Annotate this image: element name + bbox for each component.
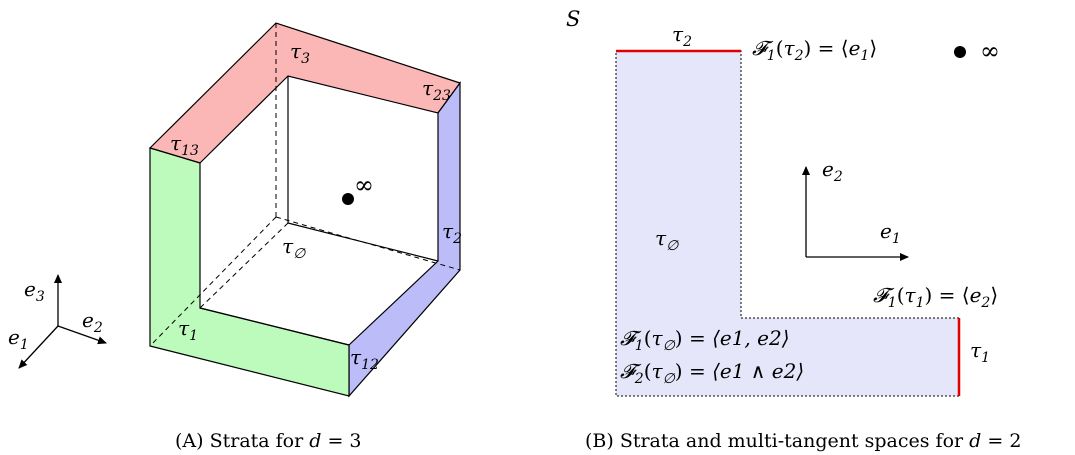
panel-b-title: S [566, 7, 580, 31]
tau2-label-b: τ2 [672, 22, 692, 50]
infinity-label: ∞ [354, 171, 374, 199]
axes-a: e3 e2 e1 [8, 274, 107, 369]
eq-f2-tau-empty: 𝓕2(τ∅) = ⟨e1 ∧ e2⟩ [620, 359, 804, 387]
axes-b: e2 e1 [802, 157, 909, 261]
infinity-point [342, 193, 354, 205]
infinity-point-b [954, 46, 966, 58]
eq-f1-tau1: 𝓕1(τ1) = ⟨e2⟩ [873, 283, 998, 311]
face-red-top [148, 22, 461, 164]
axis-e1-label: e1 [8, 325, 29, 353]
tau1-label-b: τ1 [970, 338, 990, 366]
axis-e2-label-b: e2 [822, 157, 843, 185]
eq-f1-tau2: 𝓕1(τ2) = ⟨e1⟩ [752, 36, 877, 64]
eq-f1-tau-empty: 𝓕1(τ∅) = ⟨e1, e2⟩ [620, 326, 790, 354]
face-green-l [149, 147, 350, 397]
tau-empty-label: τ∅ [282, 234, 306, 262]
caption-a: (A) Strata for d = 3 [175, 430, 362, 452]
infinity-label-b: ∞ [980, 37, 1000, 65]
axis-e2-label: e2 [82, 308, 103, 336]
axis-e1-label-b: e1 [880, 219, 901, 247]
axis-e3-label: e3 [24, 277, 45, 305]
panel-b: S τ2 τ1 τ∅ 𝓕1(τ2) = ⟨e1⟩ ∞ e2 e1 𝓕1(τ1) … [566, 7, 1000, 397]
caption-b: (B) Strata and multi-tangent spaces for … [585, 430, 1022, 452]
panel-a: ∞ τ3 τ13 τ23 τ2 τ∅ τ1 τ12 e3 e2 e1 [8, 22, 462, 398]
